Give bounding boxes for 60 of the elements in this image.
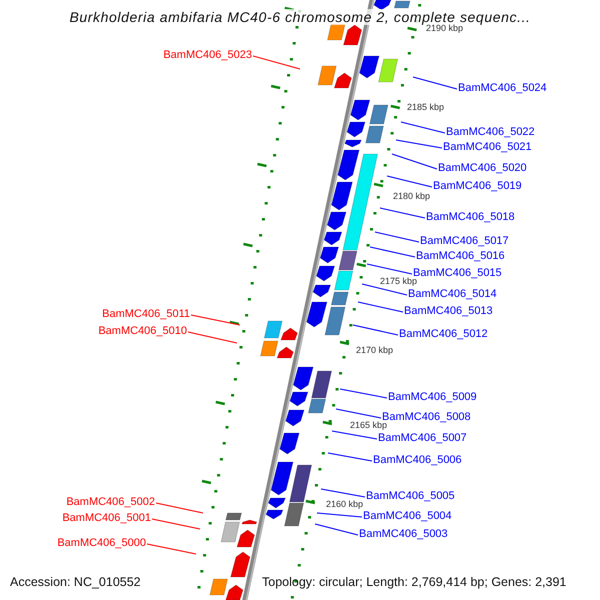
gene-label: BamMC406_5012 [399, 327, 488, 341]
gene-label: BamMC406_5001 [62, 511, 151, 525]
leader-line [374, 232, 420, 242]
gene-label: BamMC406_5007 [378, 431, 467, 445]
gene-label: BamMC406_5009 [388, 390, 477, 404]
scale-label: 2170 kbp [356, 346, 394, 355]
gene-label: BamMC406_5018 [426, 210, 515, 224]
leader-line [358, 302, 404, 312]
gene-label: BamMC406_5005 [366, 489, 455, 503]
leader-line [156, 502, 204, 514]
leader-line [190, 314, 240, 326]
scale-label: 2190 kbp [426, 24, 464, 33]
gene-label: BamMC406_5000 [57, 536, 146, 550]
gene-label: BamMC406_5022 [446, 125, 535, 139]
scale-label: 2180 kbp [393, 192, 430, 201]
gene-label: BamMC406_5016 [416, 249, 505, 263]
leader-line [400, 122, 446, 134]
gene-label: BamMC406_5003 [359, 527, 448, 541]
leader-line [316, 512, 362, 518]
leader-line [146, 544, 196, 554]
footer-text: Accession: NC_010552 [10, 574, 141, 590]
title: Burkholderia ambifaria MC40-6 chromosome 2, complete sequenc... [69, 9, 531, 25]
gene-label: BamMC406_5010 [98, 324, 187, 338]
leader-line [352, 324, 398, 336]
gene-label: BamMC406_5015 [413, 266, 502, 280]
gene-label: BamMC406_5002 [66, 495, 155, 509]
gene-label: BamMC406_5020 [438, 161, 527, 175]
gene-label: BamMC406_5004 [363, 509, 452, 523]
scale-label: 2185 kbp [407, 103, 444, 112]
leader-line [396, 140, 442, 148]
scale-label: 2175 kbp [380, 277, 418, 286]
leader-line [314, 524, 358, 536]
leader-line [152, 518, 200, 530]
gene-label: BamMC406_5006 [373, 453, 462, 467]
leader-line [252, 56, 300, 70]
gene-label: BamMC406_5017 [420, 234, 509, 248]
leader-line [188, 332, 238, 344]
gene-label: BamMC406_5013 [404, 304, 493, 318]
scale-label: 2160 kbp [326, 500, 364, 509]
gene-label: BamMC406_5014 [408, 287, 497, 301]
leader-line [380, 208, 426, 218]
leader-line [328, 452, 372, 462]
leader-line [412, 76, 458, 90]
leader-line [332, 430, 378, 440]
scale-label: 2165 kbp [350, 421, 388, 430]
gene-label: BamMC406_5023 [163, 48, 252, 62]
gene-label: BamMC406_5021 [443, 140, 532, 154]
leader-line [320, 488, 366, 498]
leader-line [392, 154, 438, 170]
leader-line [370, 246, 416, 258]
leader-line [336, 408, 382, 418]
leader-line [386, 176, 432, 188]
gene-label: BamMC406_5024 [458, 81, 547, 95]
footer-text: Topology: circular; Length: 2,769,414 bp; Genes: 2,391 [262, 574, 566, 590]
leader-line [340, 388, 388, 398]
leader-line [362, 284, 408, 296]
gene-label: BamMC406_5011 [102, 307, 190, 321]
gene-label: BamMC406_5008 [382, 410, 471, 424]
leader-line [366, 264, 412, 274]
gene-label: BamMC406_5019 [433, 179, 522, 193]
